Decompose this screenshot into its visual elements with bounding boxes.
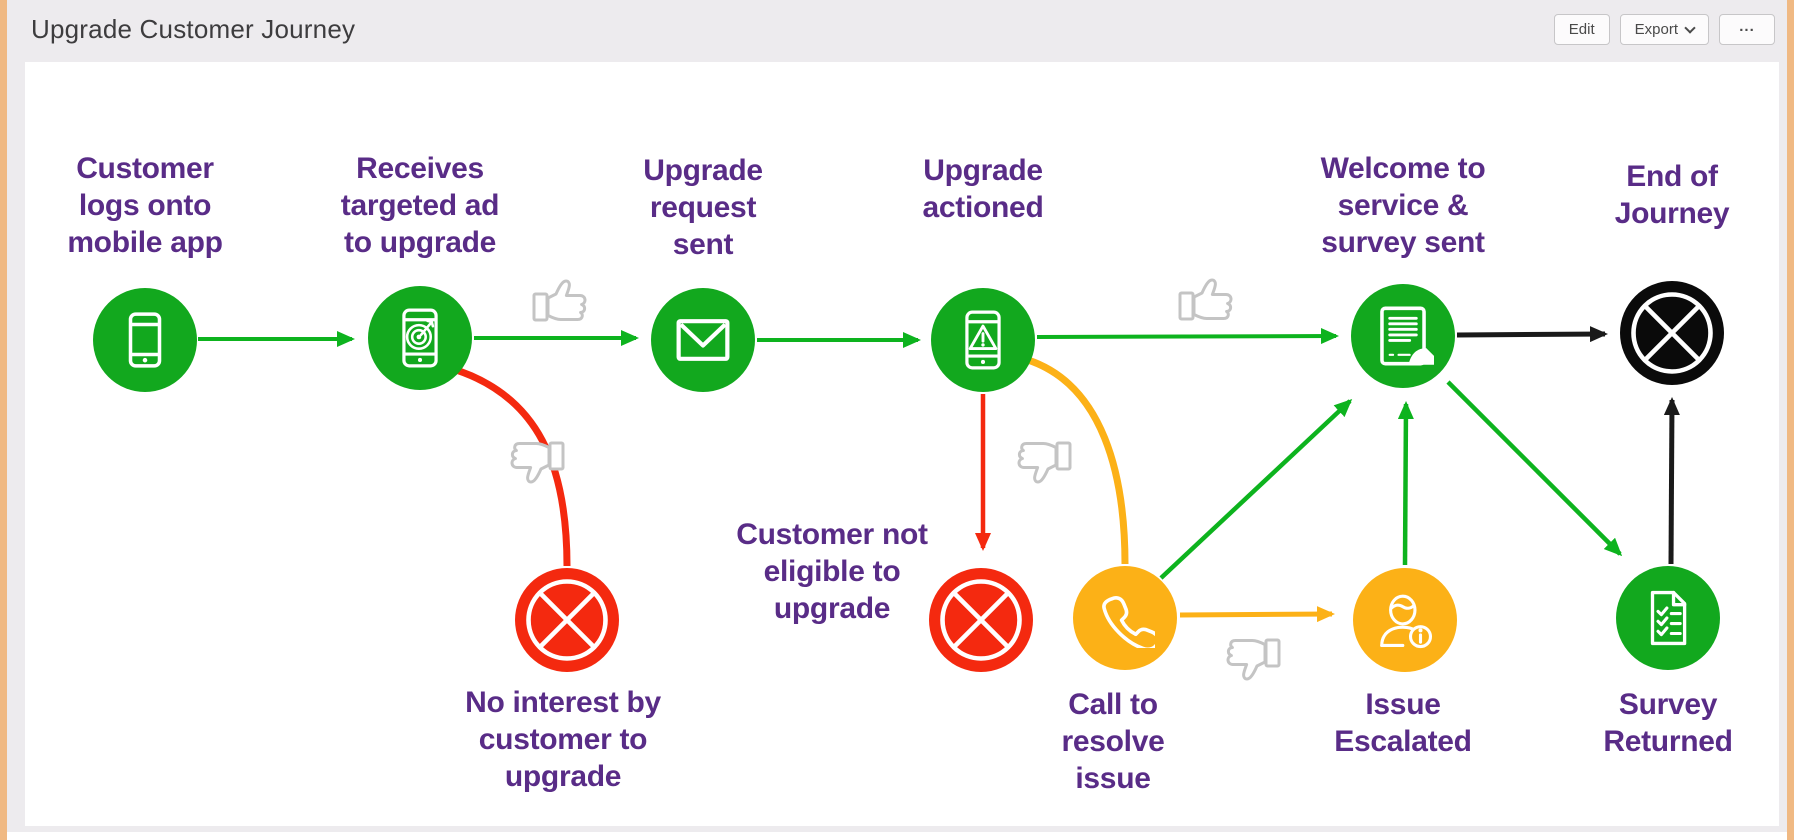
journey-canvas: [25, 62, 1779, 826]
node-issue-escalated[interactable]: [1353, 568, 1457, 672]
node-label-upgrade-actioned: Upgrade actioned: [922, 154, 1044, 224]
envelope-icon: [676, 319, 730, 361]
export-button-label: Export: [1634, 21, 1678, 38]
node-receives-targeted-ad[interactable]: [368, 286, 472, 390]
right-accent-strip: [1787, 0, 1794, 840]
person-info-icon: [1380, 594, 1433, 649]
smartphone-target-icon: [402, 308, 438, 368]
journey-canvas-background: [7, 58, 1787, 832]
more-options-button[interactable]: ...: [1719, 14, 1775, 45]
node-label-customer-logs-on: Customer logs onto mobile app: [67, 152, 223, 259]
left-accent-strip: [0, 0, 7, 840]
thumbs-down-icon: [510, 441, 565, 484]
node-survey-returned[interactable]: [1616, 566, 1720, 670]
node-label-issue-escalated: Issue Escalated: [1334, 688, 1472, 758]
phone-handset-icon: [1102, 596, 1155, 648]
smartphone-alert-icon: [965, 310, 1001, 370]
circle-x-icon: [940, 579, 1022, 661]
node-not-eligible[interactable]: [929, 568, 1033, 672]
node-label-no-interest: No interest by customer to upgrade: [465, 686, 661, 793]
node-customer-logs-on[interactable]: [93, 288, 197, 392]
node-label-welcome-survey-sent: Welcome to service & survey sent: [1320, 152, 1486, 259]
circle-x-icon: [526, 579, 608, 661]
header-buttons: Edit Export ...: [1553, 14, 1775, 45]
node-end-of-journey[interactable]: [1620, 281, 1724, 385]
edit-button[interactable]: Edit: [1553, 14, 1610, 45]
thumbs-up-icon: [1178, 278, 1233, 321]
circle-x-icon: [1631, 292, 1713, 374]
document-checklist-icon: [1650, 590, 1687, 646]
page-title: Upgrade Customer Journey: [31, 13, 356, 44]
node-label-end-of-journey: End of Journey: [1614, 160, 1730, 230]
thumbs-down-icon: [1226, 638, 1281, 681]
node-label-call-to-resolve: Call to resolve issue: [1061, 688, 1165, 795]
smartphone-icon: [128, 312, 162, 368]
node-call-to-resolve[interactable]: [1073, 566, 1177, 670]
chevron-down-icon: [1684, 21, 1696, 34]
node-label-not-eligible: Customer not eligible to upgrade: [736, 518, 928, 625]
node-label-upgrade-request-sent: Upgrade request sent: [643, 154, 763, 261]
node-label-survey-returned: Survey Returned: [1603, 688, 1733, 758]
thumbs-up-icon: [532, 279, 587, 322]
node-label-receives-targeted-ad: Receives targeted ad to upgrade: [340, 152, 500, 259]
node-upgrade-request-sent[interactable]: [651, 288, 755, 392]
tablet-document-icon: [1380, 306, 1434, 366]
node-no-interest[interactable]: [515, 568, 619, 672]
export-button[interactable]: Export: [1619, 14, 1709, 45]
title-bar: Upgrade Customer Journey Edit Export ...: [7, 0, 1787, 58]
node-welcome-survey-sent[interactable]: [1351, 284, 1455, 388]
thumbs-down-icon: [1017, 441, 1072, 484]
node-upgrade-actioned[interactable]: [931, 288, 1035, 392]
